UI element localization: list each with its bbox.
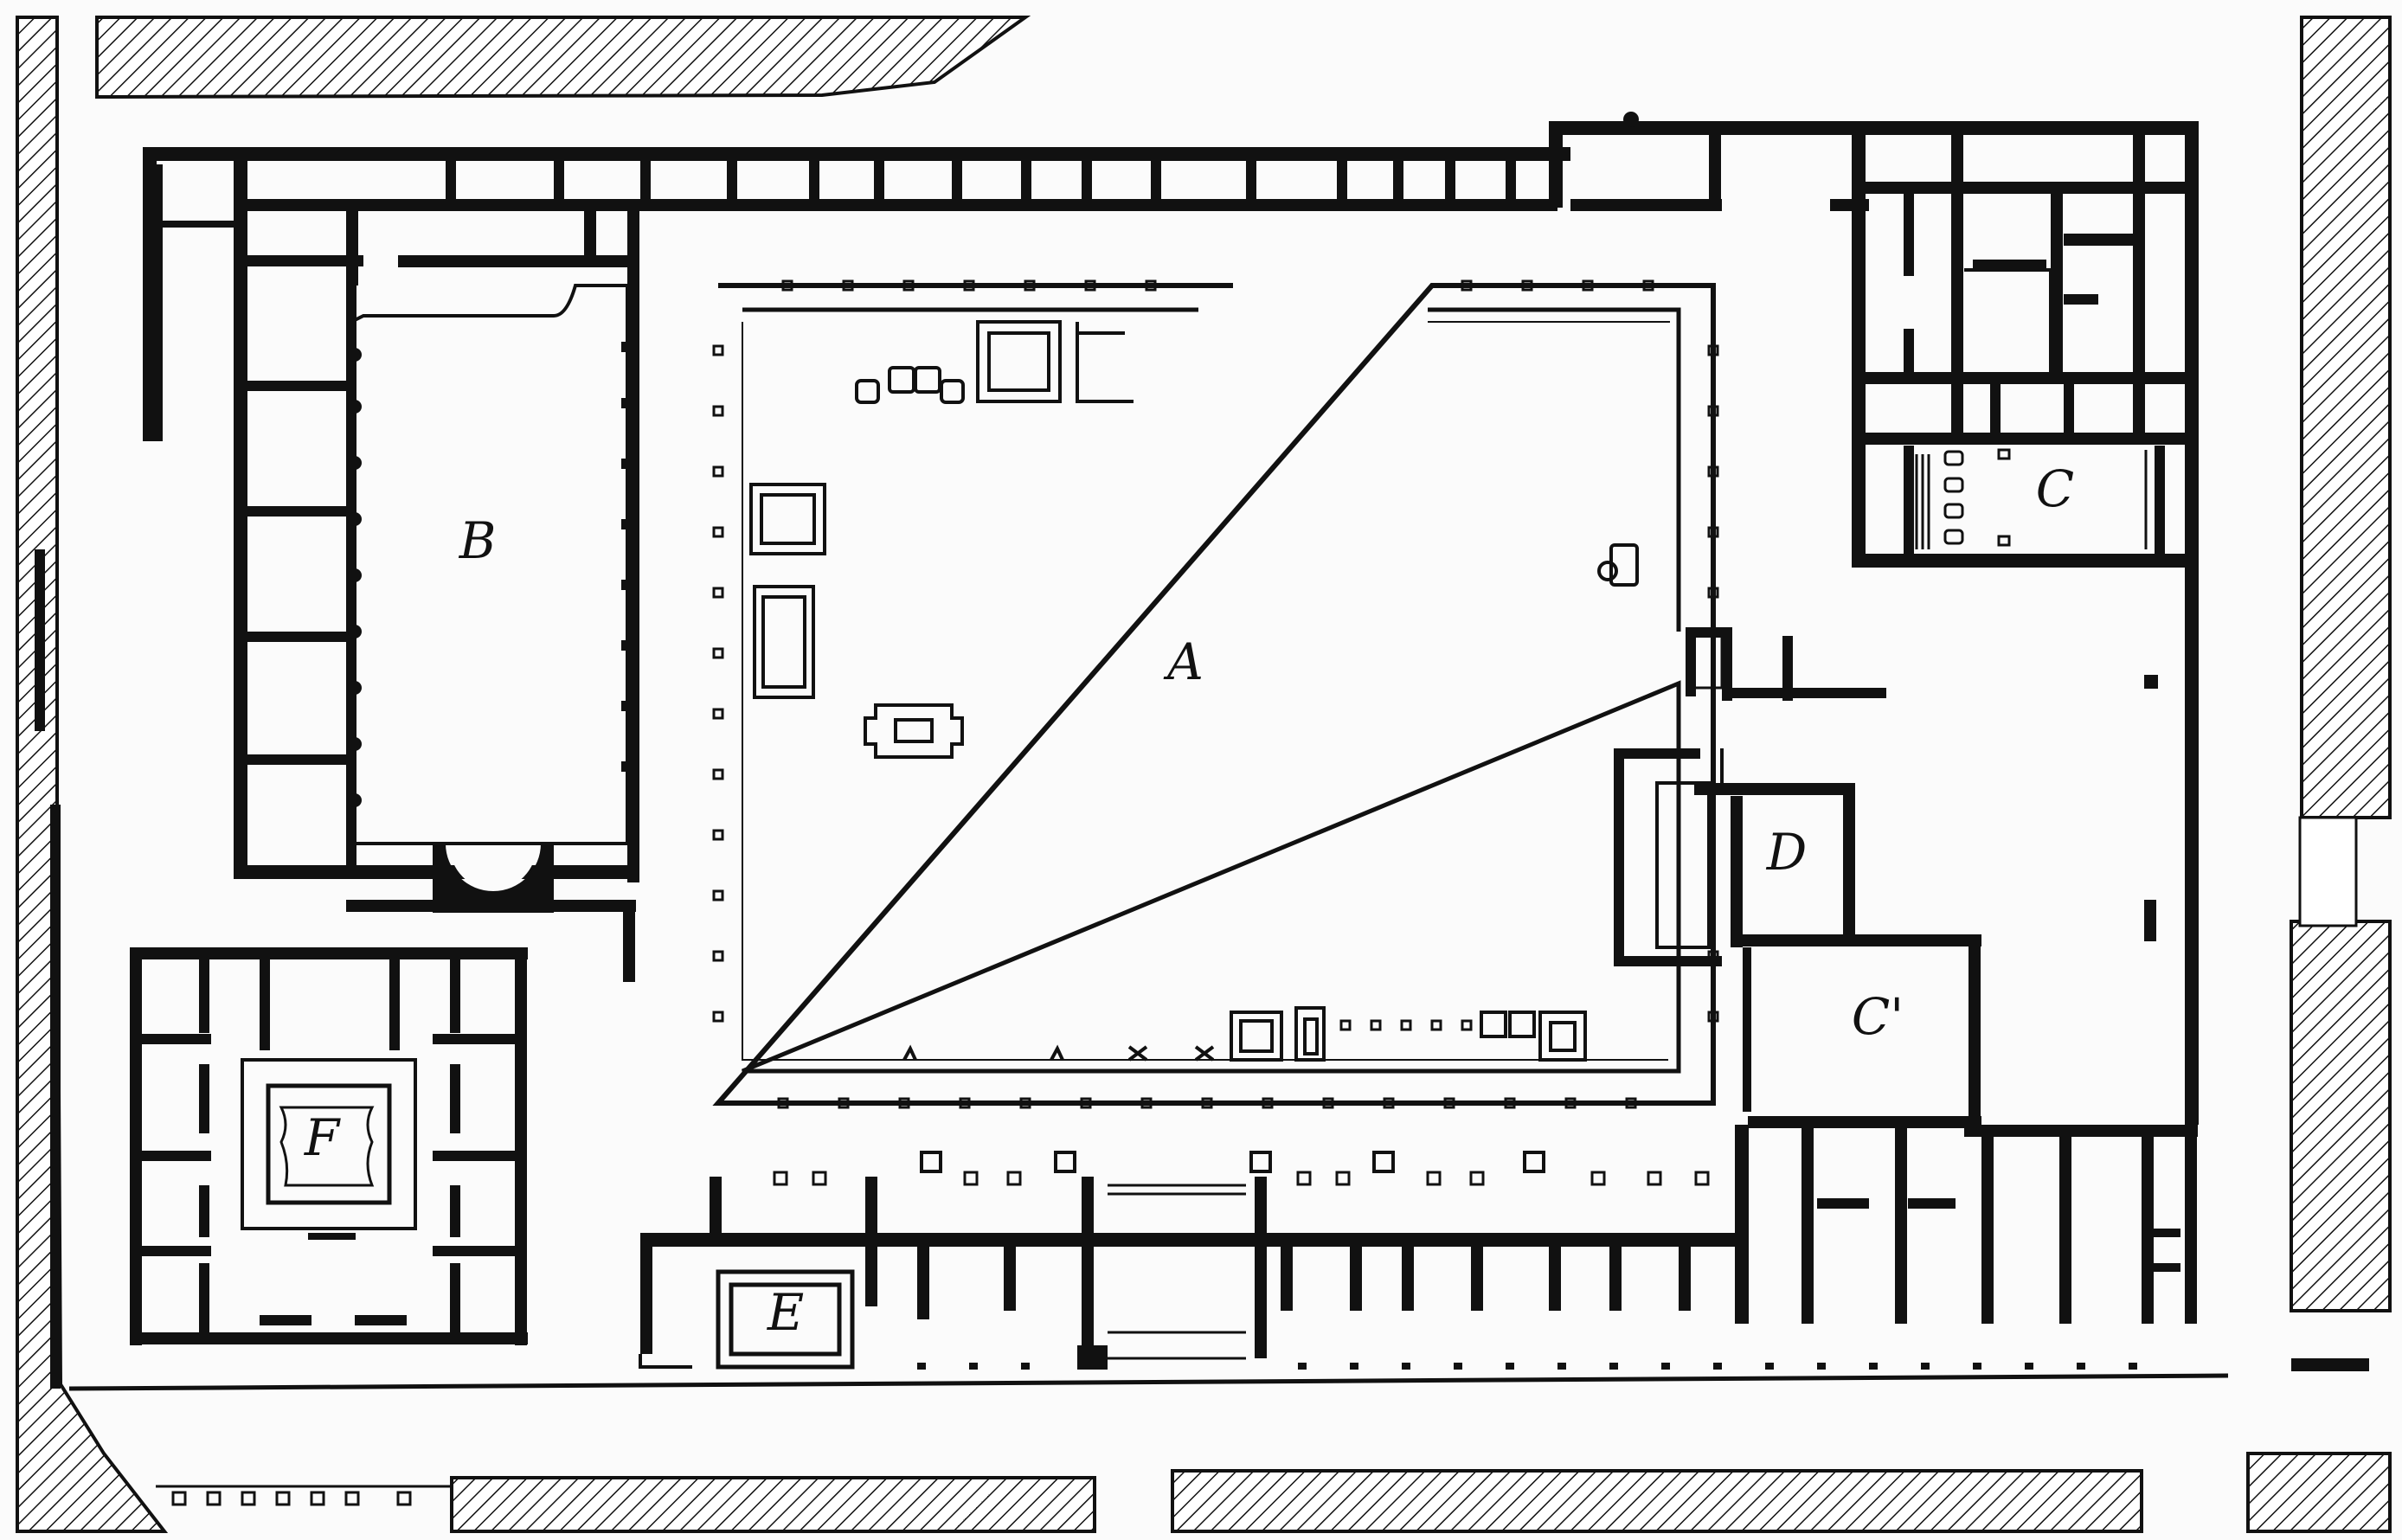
label-f: F [304, 1108, 341, 1167]
east-gate-building [2298, 816, 2358, 927]
label-e: E [767, 1283, 804, 1342]
south-block-middle [450, 1476, 1096, 1533]
label-c: C [2036, 459, 2074, 518]
south-street-edge [68, 1373, 2229, 1488]
building-f [130, 947, 528, 1345]
east-block-north [2300, 16, 2392, 819]
west-wing [143, 147, 639, 982]
east-rooms [1614, 627, 2198, 1137]
north-block [95, 16, 1031, 99]
south-block-east-a [1171, 1469, 2143, 1533]
east-gate-wall [2291, 1358, 2369, 1371]
area-labels: B A C D C' E F [304, 459, 2074, 1342]
east-block-south [2290, 920, 2392, 1312]
south-shops [171, 1125, 2197, 1506]
west-district [35, 164, 163, 1389]
label-c-prime: C' [1852, 987, 1904, 1046]
court-a [712, 279, 1719, 1109]
label-d: D [1766, 823, 1808, 882]
northeast-block [1830, 121, 2199, 1125]
label-a: A [1163, 632, 1204, 691]
north-shops [143, 112, 2198, 211]
label-b: B [459, 511, 497, 570]
south-block-east-b [2246, 1452, 2392, 1533]
court-b-columns [348, 342, 633, 807]
